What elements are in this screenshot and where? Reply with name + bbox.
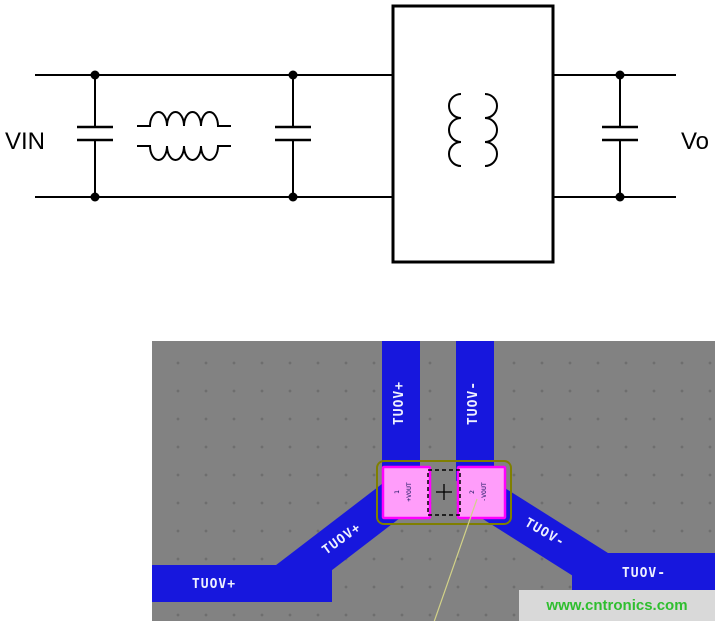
label-bottom-minus-vout: TUOV- bbox=[622, 566, 666, 581]
watermark-text: www.cntronics.com bbox=[546, 597, 688, 614]
pad-1 bbox=[381, 465, 432, 520]
trace-bottom-left-plus-vout bbox=[152, 565, 332, 602]
courtyard-outline bbox=[376, 460, 512, 525]
schematic-wires bbox=[35, 74, 676, 198]
capacitor-output bbox=[602, 70, 638, 202]
trace-bottom-right-minus-vout bbox=[572, 553, 715, 591]
junction-dot bbox=[288, 192, 298, 202]
copper-traces bbox=[152, 341, 715, 602]
choke-winding-top bbox=[137, 111, 231, 127]
trace-vertical-plus-vout bbox=[382, 341, 420, 481]
junction-dot bbox=[615, 192, 625, 202]
pad-1-number: 1 bbox=[393, 490, 401, 494]
junction-dot bbox=[288, 70, 298, 80]
capacitor-input bbox=[77, 70, 113, 202]
module-outline bbox=[391, 4, 555, 264]
label-bottom-plus-vout: TUOV+ bbox=[192, 577, 236, 592]
junction-dot bbox=[90, 70, 100, 80]
ratsnest-line bbox=[433, 498, 478, 621]
pad-2 bbox=[456, 465, 507, 520]
transformer-primary-winding bbox=[448, 93, 462, 167]
junction-dot bbox=[615, 70, 625, 80]
component-origin-cross bbox=[436, 484, 452, 500]
vin-label: VIN bbox=[5, 128, 45, 155]
common-mode-choke bbox=[137, 111, 231, 161]
label-vertical-minus-vout: TUOV- bbox=[466, 381, 481, 425]
trace-vertical-minus-vout bbox=[456, 341, 494, 481]
choke-winding-bottom bbox=[137, 145, 231, 161]
watermark: www.cntronics.com bbox=[519, 590, 715, 621]
capacitor-mid bbox=[275, 70, 311, 202]
pcb-layout-view: 1 +VOUT 2 -VOUT TUOV+ TUOV- TUOV+ TUOV- … bbox=[152, 341, 715, 621]
input-filter-schematic: VIN Vo bbox=[5, 4, 709, 264]
transformer-secondary-winding bbox=[484, 93, 498, 167]
component-body-dashed bbox=[427, 469, 461, 516]
pcb-canvas: 1 +VOUT 2 -VOUT TUOV+ TUOV- TUOV+ TUOV- … bbox=[152, 341, 715, 621]
label-vertical-plus-vout: TUOV+ bbox=[392, 381, 407, 425]
vo-label: Vo bbox=[681, 128, 709, 155]
junction-dot bbox=[90, 192, 100, 202]
pad-1-net-label: +VOUT bbox=[405, 482, 413, 502]
pad-2-number: 2 bbox=[468, 490, 476, 494]
component-footprint: 1 +VOUT 2 -VOUT bbox=[376, 460, 512, 525]
pad-2-net-label: -VOUT bbox=[480, 482, 488, 502]
converter-module bbox=[391, 4, 555, 264]
